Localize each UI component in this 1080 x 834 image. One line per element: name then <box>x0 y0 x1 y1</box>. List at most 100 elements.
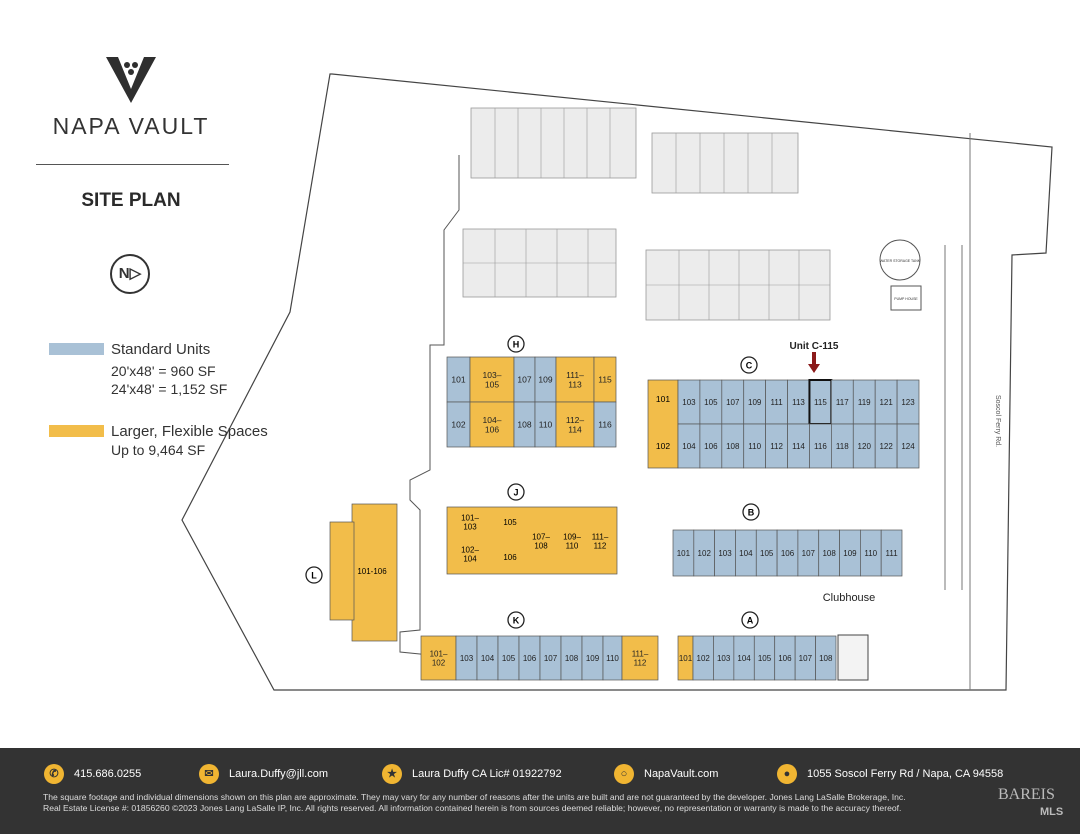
building-letter-marker <box>742 503 760 521</box>
building-letter: C <box>746 361 753 371</box>
unit-label: 108 <box>517 420 531 430</box>
unit-label: 103 <box>717 654 731 663</box>
unit-B <box>880 529 903 577</box>
unit-H <box>469 356 515 403</box>
unit-label: 103 <box>463 523 477 532</box>
building-L-wing <box>329 521 355 621</box>
unit-label: 109 <box>843 549 857 558</box>
pump-house <box>890 285 922 311</box>
building-letter: H <box>513 340 520 350</box>
phone-icon: ✆ <box>44 764 64 784</box>
footer-website[interactable]: ○ NapaVault.com <box>614 763 718 785</box>
unit-label: 101– <box>461 514 479 523</box>
building-letter: K <box>513 616 520 626</box>
unit-label: 116 <box>598 420 612 430</box>
unit-label: 111– <box>566 370 584 380</box>
unit-label: 106 <box>704 442 718 451</box>
unit-label: 102 <box>432 659 446 668</box>
license-icon: ★ <box>382 764 402 784</box>
footer-phone[interactable]: ✆ 415.686.0255 <box>44 763 141 785</box>
unit-label: 102 <box>697 654 711 663</box>
unit-label: 101-106 <box>357 567 387 576</box>
unit-label: 106 <box>523 654 537 663</box>
unit-label: 111 <box>886 549 899 558</box>
unit-label: 102 <box>451 420 465 430</box>
unit-label: 106 <box>485 424 499 434</box>
unit-label: 107 <box>726 398 740 407</box>
footer-email[interactable]: ✉ Laura.Duffy@jll.com <box>199 763 328 785</box>
building-letter: A <box>747 616 754 626</box>
unit-label: 107 <box>544 654 558 663</box>
unit-label: 106 <box>778 654 792 663</box>
callout-arrow-icon <box>808 352 820 373</box>
unit-label: 110 <box>864 549 877 558</box>
unit-label: 112 <box>634 659 647 668</box>
unit-label: 110 <box>748 442 761 451</box>
unit-label: 109– <box>563 533 581 542</box>
unit-label: 101– <box>430 650 448 659</box>
unit-label: 107 <box>799 654 813 663</box>
unit-H <box>469 401 515 448</box>
unit-label: 104 <box>682 442 696 451</box>
unit-label: 108 <box>565 654 579 663</box>
footer-bar <box>0 748 1080 834</box>
page-title: SITE PLAN <box>81 190 181 211</box>
unit-label: 119 <box>858 398 871 407</box>
building-letter-marker <box>305 566 323 584</box>
disclaimer: The square footage and individual dimens… <box>43 792 906 813</box>
building-J <box>446 506 618 575</box>
building-letter-marker <box>507 611 525 629</box>
unit-label: 103 <box>682 398 696 407</box>
unit-label: 104– <box>483 415 502 425</box>
unit-label: 113 <box>792 398 805 407</box>
unit-label: 103– <box>483 370 502 380</box>
unit-label: 118 <box>836 442 849 451</box>
unit-K <box>420 635 457 681</box>
unit-label: 107 <box>517 375 531 385</box>
location-pin-icon: ● <box>777 764 797 784</box>
napa-vault-logo-icon <box>106 57 156 103</box>
unit-label: 104 <box>737 654 751 663</box>
legend-swatch-flexible <box>49 425 104 437</box>
unit-label: 107– <box>532 533 550 542</box>
unit-label: 115 <box>814 398 827 407</box>
unit-label: 114 <box>792 442 805 451</box>
unit-label: 105 <box>485 379 499 389</box>
unit-label: 120 <box>858 442 872 451</box>
email-icon: ✉ <box>199 764 219 784</box>
building-letter: J <box>513 488 518 498</box>
unit-label: 101 <box>679 654 693 663</box>
logo-divider <box>36 164 229 165</box>
unit-callout-label: Unit C-115 <box>790 341 839 352</box>
unit-label: 121 <box>879 398 893 407</box>
unit-label: 101 <box>451 375 465 385</box>
unit-label: 105 <box>758 654 772 663</box>
footer-address[interactable]: ● 1055 Soscol Ferry Rd / Napa, CA 94558 <box>777 763 1003 785</box>
unit-A <box>815 635 837 681</box>
building-letter: L <box>311 571 317 581</box>
clubhouse-label: Clubhouse <box>823 592 876 604</box>
unit-label: 109 <box>538 375 552 385</box>
watermark-mls: MLS <box>1040 806 1064 818</box>
unit-label: 105 <box>760 549 774 558</box>
unit-label: 106 <box>503 553 517 562</box>
unit-label: 111– <box>592 533 609 542</box>
unit-label: 104 <box>739 549 753 558</box>
unit-label: 124 <box>901 442 915 451</box>
legend-label-standard: Standard Units <box>111 341 211 358</box>
unit-H <box>555 401 595 448</box>
unit-label: 104 <box>481 654 495 663</box>
unit-label: 105 <box>502 654 516 663</box>
unit-label: 111 <box>771 398 784 407</box>
building-letter-marker <box>740 356 758 374</box>
brand-name: NAPA VAULT <box>52 113 210 139</box>
unit-H <box>593 401 617 448</box>
unit-label: 110 <box>606 654 619 663</box>
unit-label: 123 <box>901 398 915 407</box>
unit-label: 114 <box>568 424 582 434</box>
unit-label: 113 <box>568 379 582 389</box>
unit-label: 106 <box>781 549 795 558</box>
footer-license: ★ Laura Duffy CA Lic# 01922792 <box>382 763 562 785</box>
legend-standard-size-2: 24'x48' = 1,152 SF <box>111 381 228 397</box>
legend-standard-size-1: 20'x48' = 960 SF <box>111 363 216 379</box>
